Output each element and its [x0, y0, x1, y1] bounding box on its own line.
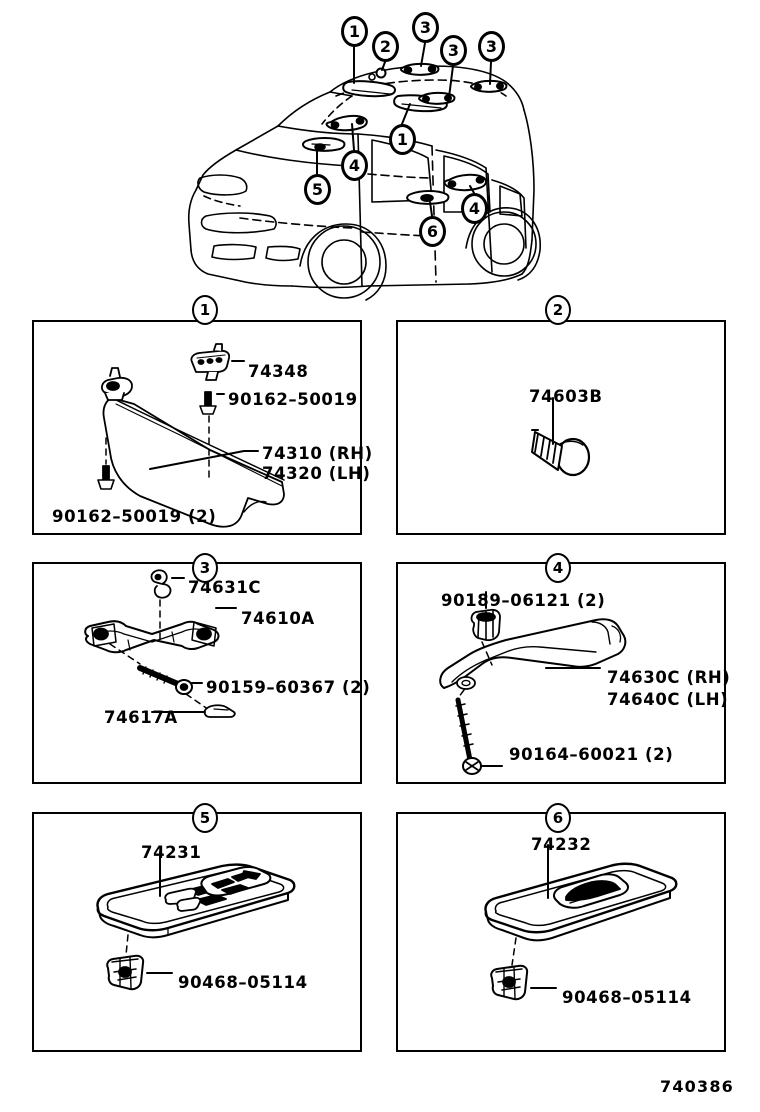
vehicle-callout-6[interactable]: 6 — [419, 216, 446, 247]
vehicle-callout-4[interactable]: 4 — [341, 150, 368, 181]
panel-number-4[interactable]: 4 — [545, 553, 571, 583]
part-number-label: 74348 — [248, 362, 309, 381]
vehicle-callout-2[interactable]: 2 — [372, 31, 399, 62]
vehicle-callout-3[interactable]: 3 — [440, 35, 467, 66]
part-number-label: 74231 — [141, 843, 202, 862]
part-number-label: 90164–60021 (2) — [509, 745, 674, 764]
panel-1-box — [32, 320, 362, 535]
part-number-label: 90189–06121 (2) — [441, 591, 606, 610]
part-number-label: 90162–50019 (2) — [52, 507, 217, 526]
vehicle-callout-3[interactable]: 3 — [478, 31, 505, 62]
panel-number-3[interactable]: 3 — [192, 553, 218, 583]
part-number-label: 90468–05114 — [178, 973, 308, 992]
vehicle-callout-4[interactable]: 4 — [461, 193, 488, 224]
part-number-label: 74320 (LH) — [262, 464, 371, 483]
part-number-label: 74617A — [104, 708, 178, 727]
vehicle-callout-1[interactable]: 1 — [341, 16, 368, 47]
part-number-label: 90159–60367 (2) — [206, 678, 371, 697]
diagram-id: 740386 — [660, 1077, 734, 1096]
vehicle-callout-3[interactable]: 3 — [412, 12, 439, 43]
panel-number-6[interactable]: 6 — [545, 803, 571, 833]
panel-2-box — [396, 320, 726, 535]
panel-number-1[interactable]: 1 — [192, 295, 218, 325]
vehicle-callout-1[interactable]: 1 — [389, 124, 416, 155]
panel-number-2[interactable]: 2 — [545, 295, 571, 325]
part-number-label: 74310 (RH) — [262, 444, 373, 463]
part-number-label: 90162–50019 — [228, 390, 358, 409]
part-number-label: 74232 — [531, 835, 592, 854]
panel-number-5[interactable]: 5 — [192, 803, 218, 833]
part-number-label: 74603B — [529, 387, 603, 406]
vehicle-callout-5[interactable]: 5 — [304, 174, 331, 205]
part-number-label: 74610A — [241, 609, 315, 628]
part-number-label: 74630C (RH) — [607, 668, 731, 687]
part-number-label: 74640C (LH) — [607, 690, 729, 709]
part-number-label: 90468–05114 — [562, 988, 692, 1007]
panel-3-box — [32, 562, 362, 784]
